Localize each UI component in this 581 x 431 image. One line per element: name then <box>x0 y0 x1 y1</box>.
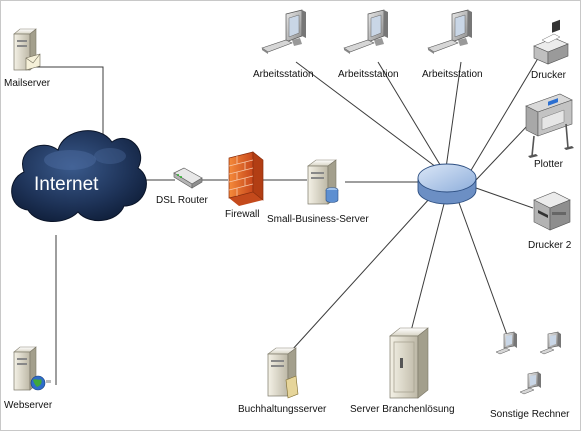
accounting-server-icon <box>267 347 299 399</box>
link-mailserver-internet <box>34 66 104 135</box>
link-hub-ws2 <box>377 61 443 169</box>
other-computer-3-icon <box>519 371 541 395</box>
sbs-label: Small-Business-Server <box>267 214 369 225</box>
workstation-1-icon <box>261 9 306 54</box>
industry-solution-server-icon <box>389 327 429 399</box>
dsl-router-label: DSL Router <box>156 195 209 206</box>
link-hub-buchhaltung <box>291 197 431 351</box>
industry-solution-server-label: Server Branchenlösung <box>350 404 455 415</box>
link-hub-ws3 <box>445 61 462 169</box>
other-computers-icon <box>495 331 561 395</box>
dsl-router-icon <box>173 167 203 189</box>
printer-2-icon <box>533 191 571 231</box>
printer-label: Drucker <box>531 70 567 81</box>
workstation-1-label: Arbeitsstation <box>253 69 314 80</box>
mailserver-label: Mailserver <box>4 78 51 89</box>
plotter-icon <box>525 93 574 158</box>
link-hub-drucker2 <box>475 187 534 209</box>
workstation-2-icon <box>343 9 388 54</box>
firewall-label: Firewall <box>225 209 259 220</box>
workstation-3-icon <box>427 9 472 54</box>
webserver-label: Webserver <box>4 400 53 411</box>
internet-label: Internet <box>34 174 99 195</box>
other-computers-label: Sonstige Rechner <box>490 409 570 420</box>
workstation-2-label: Arbeitsstation <box>338 69 399 80</box>
accounting-server-label: Buchhaltungsserver <box>238 404 327 415</box>
small-business-server-icon <box>307 159 339 205</box>
other-computer-2-icon <box>539 331 561 355</box>
plotter-label: Plotter <box>534 159 564 170</box>
link-hub-plotter <box>475 124 529 181</box>
firewall-icon <box>228 151 264 206</box>
mailserver-icon <box>13 28 41 71</box>
connection-lines <box>34 54 541 385</box>
other-computer-1-icon <box>495 331 517 355</box>
network-hub-icon <box>417 163 477 205</box>
link-hub-sonstige <box>457 199 508 336</box>
link-hub-ws1 <box>295 61 441 171</box>
printer-icon <box>533 19 569 65</box>
printer-2-label: Drucker 2 <box>528 240 572 251</box>
link-hub-branchen <box>409 199 446 336</box>
internet-cloud-icon <box>11 130 147 222</box>
workstation-3-label: Arbeitsstation <box>422 69 483 80</box>
link-hub-drucker <box>469 54 541 173</box>
webserver-icon <box>13 346 51 391</box>
